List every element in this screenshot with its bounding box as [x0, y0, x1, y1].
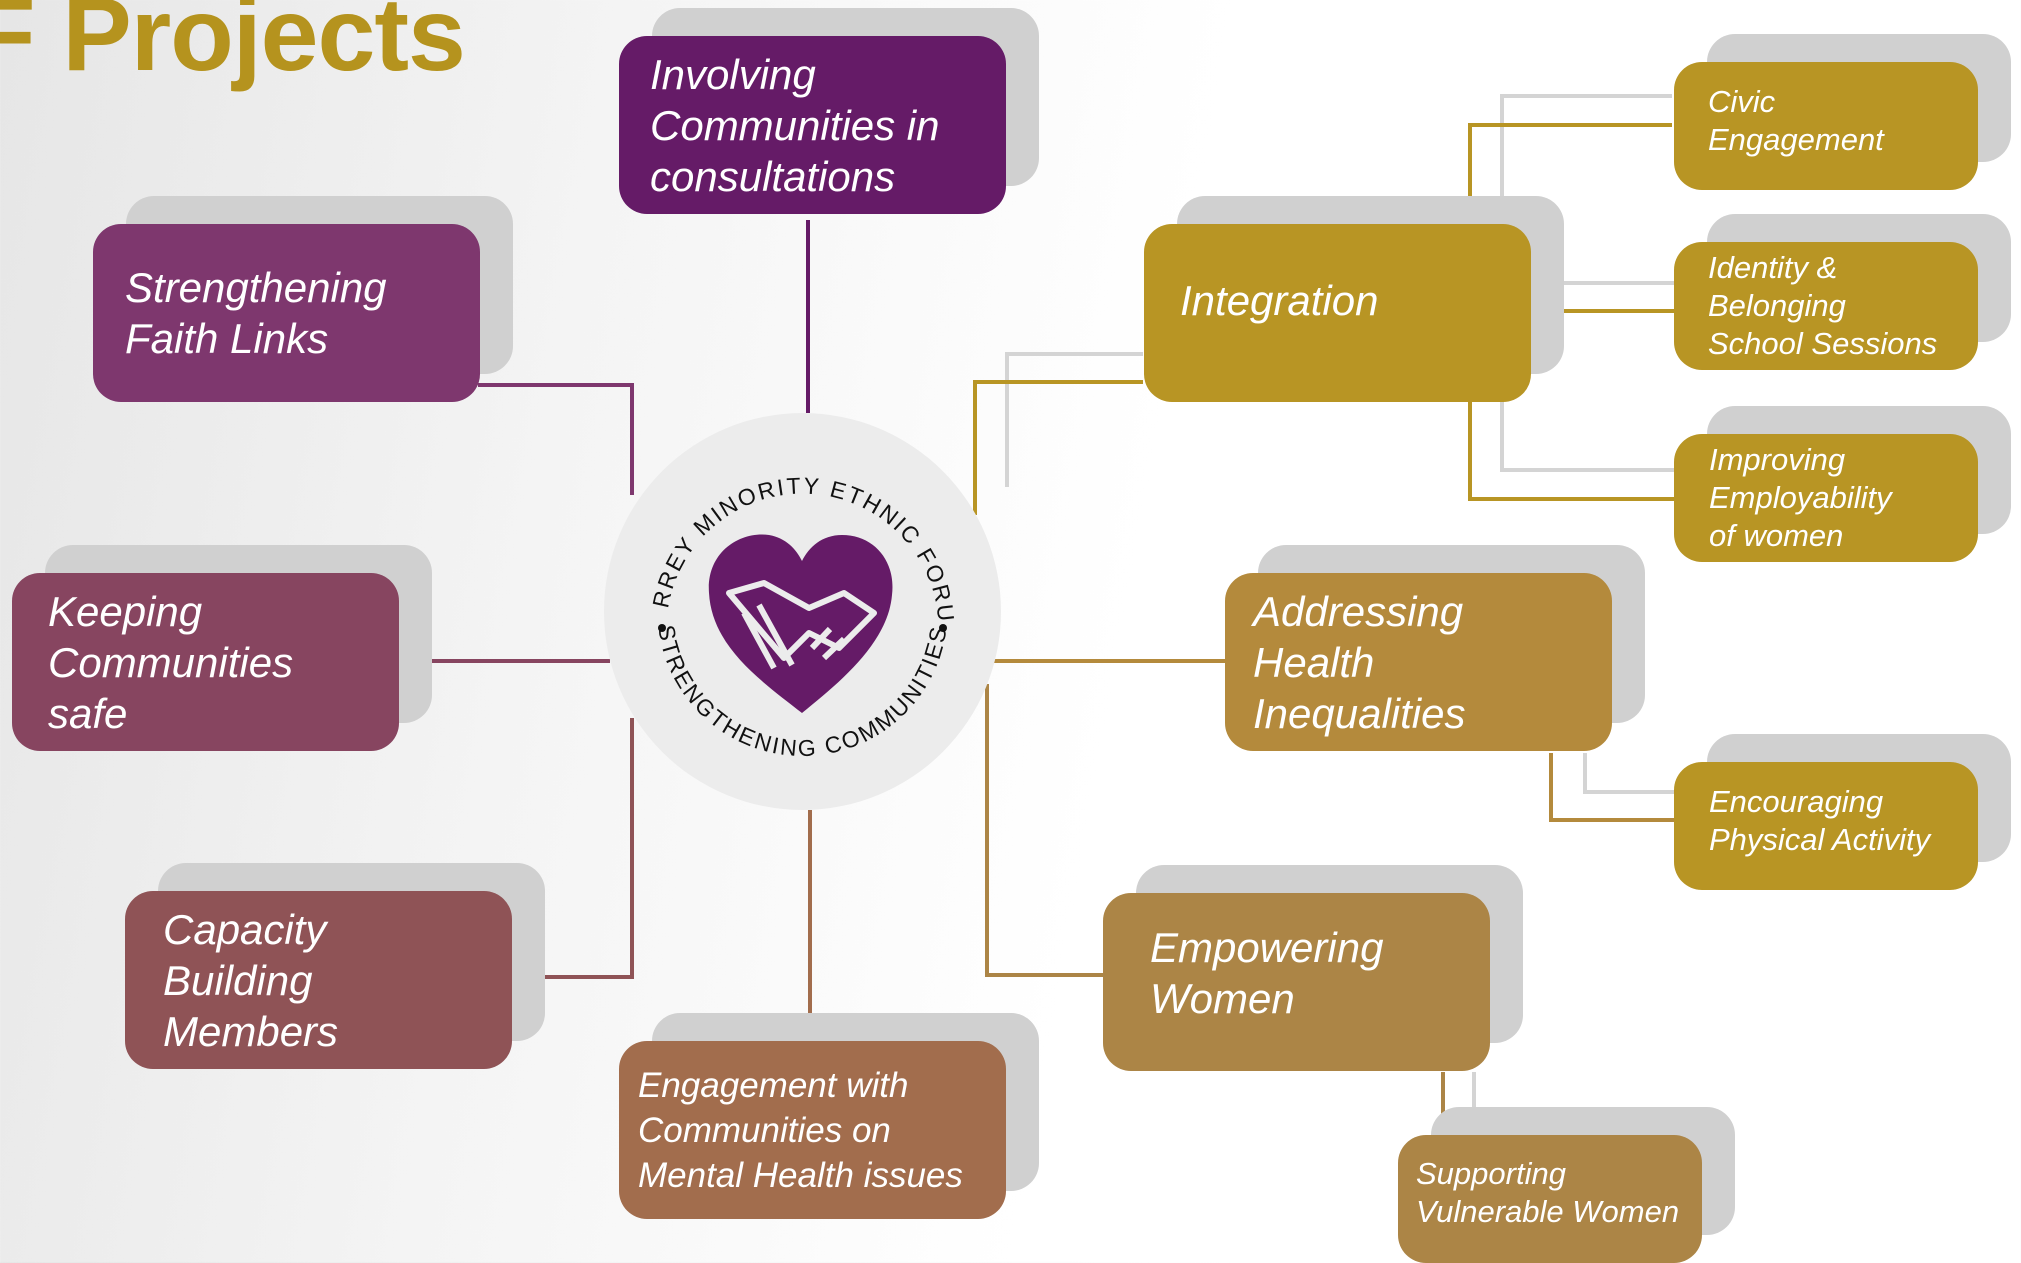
node-involving-communities: Involving Communities in consultations: [619, 36, 1006, 214]
node-strengthening-faith-links: Strengthening Faith Links: [93, 224, 480, 402]
logo-dot: [658, 624, 666, 632]
node-label: Involving Communities in consultations: [650, 50, 940, 200]
logo-dot: [939, 624, 947, 632]
node-label: Encouraging Physical Activity: [1709, 784, 1931, 857]
node-mental-health-engagement: Engagement with Communities on Mental He…: [619, 1041, 1006, 1219]
node-civic-engagement: Civic Engagement: [1674, 62, 1978, 190]
node-label: Integration: [1180, 276, 1379, 324]
node-integration: Integration: [1144, 224, 1531, 402]
node-label: Improving Employability of women: [1709, 442, 1892, 553]
node-supporting-vulnerable-women: Supporting Vulnerable Women: [1398, 1135, 1702, 1263]
node-identity-belonging: Identity & Belonging School Sessions: [1674, 242, 1978, 370]
node-label: Addressing Health Inequalities: [1253, 587, 1466, 737]
node-physical-activity: Encouraging Physical Activity: [1674, 762, 1978, 890]
node-label: Engagement with Communities on Mental He…: [638, 1065, 963, 1195]
node-label: Keeping Communities safe: [48, 587, 294, 737]
node-label: Capacity Building Members: [163, 905, 339, 1055]
node-label: Supporting Vulnerable Women: [1416, 1156, 1680, 1229]
page-title: F Projects: [0, 0, 466, 93]
node-empowering-women: Empowering Women: [1103, 893, 1490, 1071]
node-label: Identity & Belonging School Sessions: [1708, 250, 1938, 361]
node-capacity-building: Capacity Building Members: [125, 891, 512, 1069]
node-label: Civic Engagement: [1708, 84, 1884, 157]
node-keeping-communities-safe: Keeping Communities safe: [12, 573, 399, 751]
node-label: Empowering Women: [1150, 924, 1384, 1022]
node-health-inequalities: Addressing Health Inequalities: [1225, 573, 1612, 751]
node-improving-employability: Improving Employability of women: [1674, 434, 1978, 562]
node-label: Strengthening Faith Links: [125, 264, 387, 362]
heart-handshake-icon: [708, 534, 893, 713]
smef-logo: SURREY MINORITY ETHNIC FORUM STRENGTHENI…: [634, 443, 966, 775]
